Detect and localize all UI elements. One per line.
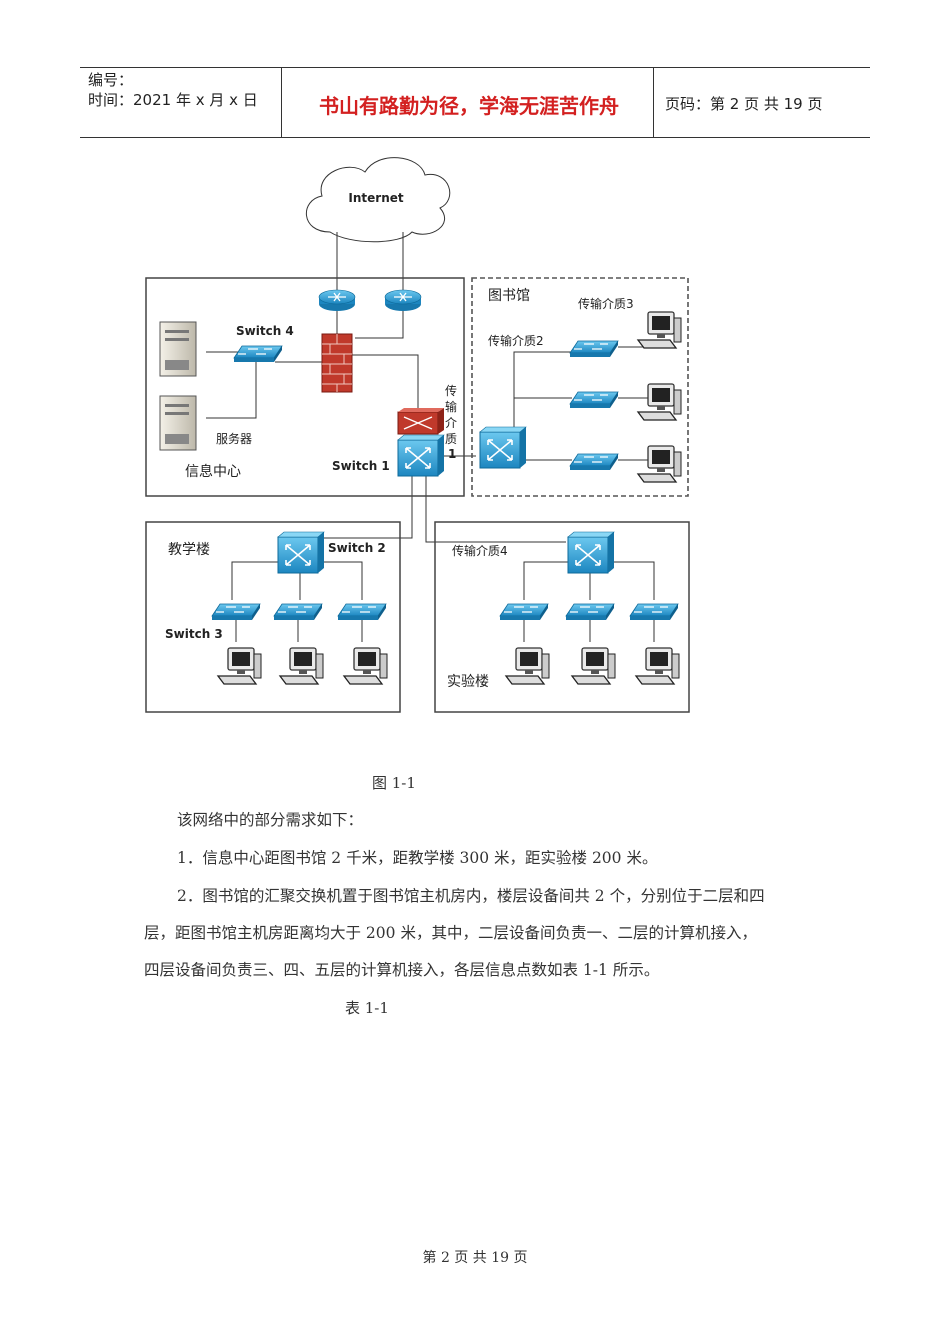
medium2-label: 传输介质2 xyxy=(488,333,544,348)
server-label: 服务器 xyxy=(216,431,252,446)
switch-icon xyxy=(499,603,549,621)
medium1-char: 质 xyxy=(445,432,457,446)
switch2-label: Switch 2 xyxy=(328,541,386,555)
time-label: 时间：2021 年 x 月 x 日 xyxy=(88,91,258,109)
medium3-label: 传输介质3 xyxy=(578,296,634,311)
pc-icon xyxy=(635,647,680,685)
firewall-icon xyxy=(321,333,353,393)
paragraph: 层，距图书馆主机房距离均大于 200 米，其中，二层设备间负责一、二层的计算机接… xyxy=(144,924,757,942)
switch-icon xyxy=(569,340,619,358)
library-area xyxy=(471,277,689,497)
medium4-label: 传输介质4 xyxy=(452,543,508,558)
paragraph: 四层设备间负责三、四、五层的计算机接入，各层信息点数如表 1-1 所示。 xyxy=(144,961,660,979)
server-icon xyxy=(159,395,197,451)
switch-icon xyxy=(569,453,619,471)
lab-label: 实验楼 xyxy=(447,674,489,690)
switch-icon xyxy=(273,603,323,621)
medium1-char: 输 xyxy=(445,399,457,414)
switch-icon xyxy=(337,603,387,621)
pc-icon xyxy=(217,647,262,685)
pc-icon xyxy=(343,647,388,685)
switch3-label: Switch 3 xyxy=(165,627,223,641)
internet-label: Internet xyxy=(348,191,403,205)
pc-icon xyxy=(637,445,682,483)
pc-icon xyxy=(505,647,550,685)
switch-icon xyxy=(565,603,615,621)
medium1-char: 1 xyxy=(448,447,456,461)
paragraph: 2．图书馆的汇聚交换机置于图书馆主机房内，楼层设备间共 2 个，分别位于二层和四 xyxy=(177,887,765,905)
pc-icon xyxy=(637,383,682,421)
core-switch-icon xyxy=(277,531,325,574)
core-switch-icon xyxy=(567,531,615,574)
server-icon xyxy=(159,321,197,377)
header-divider xyxy=(653,68,654,137)
header-motto: 书山有路勤为径，学海无涯苦作舟 xyxy=(319,94,619,118)
core-switch-icon xyxy=(397,408,445,477)
switch1-label: Switch 1 xyxy=(332,459,390,473)
medium1-char: 介 xyxy=(445,416,457,430)
switch-icon xyxy=(629,603,679,621)
pc-icon xyxy=(571,647,616,685)
lab-area xyxy=(434,521,690,713)
page-header: 编号： 时间：2021 年 x 月 x 日 书山有路勤为径，学海无涯苦作舟 页码… xyxy=(80,67,870,138)
number-label: 编号： xyxy=(88,71,134,89)
table-caption: 表 1-1 xyxy=(345,999,389,1017)
switch-icon xyxy=(211,603,261,621)
pc-icon xyxy=(637,311,682,349)
figure-caption: 图 1-1 xyxy=(372,774,416,792)
paragraph: 该网络中的部分需求如下： xyxy=(177,811,364,829)
router-icon xyxy=(318,289,356,312)
router-icon xyxy=(384,289,422,312)
core-switch-icon xyxy=(479,426,527,469)
internet-cloud: Internet xyxy=(306,157,451,243)
paragraph: 1．信息中心距图书馆 2 千米，距教学楼 300 米，距实验楼 200 米。 xyxy=(177,849,658,867)
header-meta: 编号： 时间：2021 年 x 月 x 日 xyxy=(88,70,288,110)
switch4-label: Switch 4 xyxy=(236,324,294,338)
header-divider xyxy=(281,68,282,137)
medium1-char: 传 xyxy=(445,383,457,398)
page-footer: 第 2 页 共 19 页 xyxy=(422,1250,528,1266)
library-label: 图书馆 xyxy=(488,288,530,304)
network-diagram: Internet xyxy=(145,157,690,713)
teaching-label: 教学楼 xyxy=(168,542,210,558)
teaching-area xyxy=(145,521,401,713)
info-center-area xyxy=(145,277,465,497)
switch-icon xyxy=(233,345,283,363)
info-center-label: 信息中心 xyxy=(185,463,241,480)
header-page-label: 页码：第 2 页 共 19 页 xyxy=(665,95,823,113)
pc-icon xyxy=(279,647,324,685)
links xyxy=(206,232,655,642)
switch-icon xyxy=(569,391,619,409)
